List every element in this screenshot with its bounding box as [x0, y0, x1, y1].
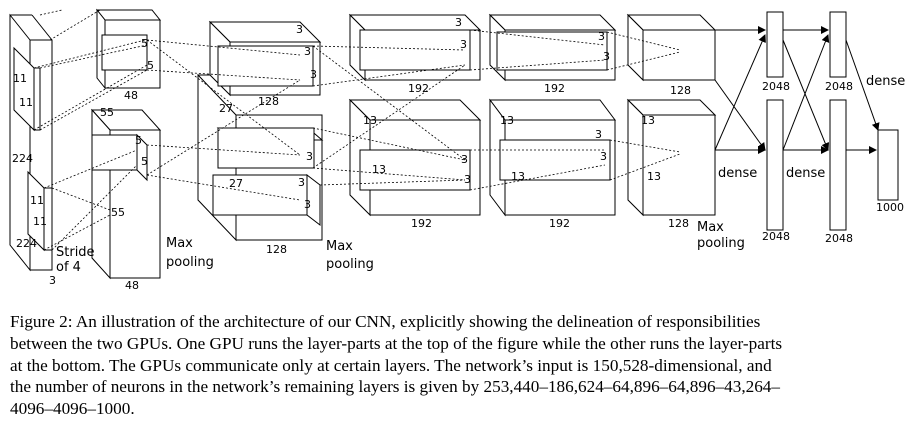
- label-max-pooling: Max: [166, 236, 193, 251]
- label-kernel-11: 11: [19, 96, 33, 109]
- diagram-labels: 224 224 3 11 11 11 11 Stride of 4 55 55 …: [12, 16, 905, 292]
- label-kernel-5: 5: [141, 37, 148, 50]
- label-max-pooling: Max: [326, 239, 353, 254]
- caption-line: the number of neurons in the network’s r…: [10, 377, 780, 397]
- label-max-pooling: pooling: [697, 236, 745, 251]
- label-input-224-left: 224: [12, 152, 33, 165]
- label-kernel-11: 11: [30, 194, 44, 207]
- label-kernel-3: 3: [298, 176, 305, 189]
- label-of4: of 4: [56, 260, 81, 275]
- label-conv1-55: 55: [100, 106, 114, 119]
- label-input-3: 3: [49, 274, 56, 287]
- label-conv5-13: 13: [647, 170, 661, 183]
- label-conv1-48: 48: [125, 279, 139, 292]
- output-layer: [877, 129, 899, 201]
- fc6-top: [766, 11, 784, 78]
- label-conv1-48: 48: [124, 89, 138, 102]
- label-kernel-3: 3: [306, 150, 313, 163]
- dense-connections: [714, 26, 880, 154]
- label-kernel-3: 3: [461, 153, 468, 166]
- conv4-volumes: [488, 13, 617, 217]
- label-conv3-192: 192: [411, 217, 432, 230]
- label-kernel-5: 5: [135, 134, 142, 147]
- diagram-canvas: 224 224 3 11 11 11 11 Stride of 4 55 55 …: [9, 8, 905, 292]
- label-conv3-192: 192: [408, 82, 429, 95]
- label-stride: Stride: [56, 245, 95, 260]
- label-kernel-3: 3: [600, 150, 607, 163]
- label-kernel-5: 5: [141, 155, 148, 168]
- label-kernel-3: 3: [460, 38, 467, 51]
- label-kernel-3: 3: [304, 45, 311, 58]
- label-kernel-3: 3: [455, 16, 462, 29]
- label-conv5-128: 128: [668, 217, 689, 230]
- label-fc-2048: 2048: [825, 232, 853, 245]
- label-kernel-11: 11: [33, 215, 47, 228]
- label-conv3-13: 13: [363, 114, 377, 127]
- label-kernel-3: 3: [464, 173, 471, 186]
- label-fc-2048: 2048: [825, 80, 853, 93]
- label-conv2-27: 27: [219, 102, 233, 115]
- conv1-volumes: [90, 8, 162, 280]
- fc6-bottom: [766, 99, 784, 231]
- label-input-224-bottom: 224: [16, 237, 37, 250]
- label-kernel-11: 11: [13, 72, 27, 85]
- label-conv2-128: 128: [266, 243, 287, 256]
- label-max-pooling: pooling: [166, 255, 214, 270]
- label-dense: dense: [718, 166, 757, 181]
- label-conv4-192: 192: [549, 217, 570, 230]
- label-conv4-192: 192: [544, 82, 565, 95]
- label-kernel-5: 5: [147, 59, 154, 72]
- receptive-field-lines: [33, 9, 681, 251]
- caption-line: between the two GPUs. One GPU runs the l…: [10, 333, 783, 353]
- label-conv1-55: 55: [111, 206, 125, 219]
- label-output-1000: 1000: [876, 201, 904, 214]
- figure-caption: Figure 2: An illustration of the archite…: [10, 311, 910, 420]
- label-kernel-3: 3: [310, 68, 317, 81]
- label-kernel-3: 3: [603, 50, 610, 63]
- label-kernel-3: 3: [595, 128, 602, 141]
- label-conv2-27: 27: [229, 177, 243, 190]
- input-volume: [9, 13, 53, 272]
- fc7-bottom: [829, 99, 847, 231]
- label-conv3-13: 13: [372, 163, 386, 176]
- label-conv4-13: 13: [511, 170, 525, 183]
- label-conv4-13: 13: [500, 114, 514, 127]
- label-conv5-13: 13: [641, 114, 655, 127]
- label-max-pooling: Max: [697, 220, 724, 235]
- caption-line: Figure 2: An illustration of the archite…: [10, 312, 761, 331]
- fc7-top: [829, 11, 847, 78]
- label-conv5-128: 128: [670, 84, 691, 97]
- label-fc-2048: 2048: [762, 80, 790, 93]
- dense-layers: [766, 11, 899, 231]
- label-max-pooling: pooling: [326, 257, 374, 272]
- label-conv2-128: 128: [258, 95, 279, 108]
- label-dense: dense: [786, 166, 825, 181]
- cnn-architecture-diagram: 224 224 3 11 11 11 11 Stride of 4 55 55 …: [9, 8, 905, 292]
- caption-line: at the bottom. The GPUs communicate only…: [10, 355, 772, 375]
- label-dense: dense: [866, 74, 905, 89]
- label-kernel-3: 3: [598, 30, 605, 43]
- label-kernel-3: 3: [304, 198, 311, 211]
- label-fc-2048: 2048: [762, 230, 790, 243]
- caption-line: 4096–4096–1000.: [10, 399, 135, 419]
- label-kernel-3: 3: [296, 23, 303, 36]
